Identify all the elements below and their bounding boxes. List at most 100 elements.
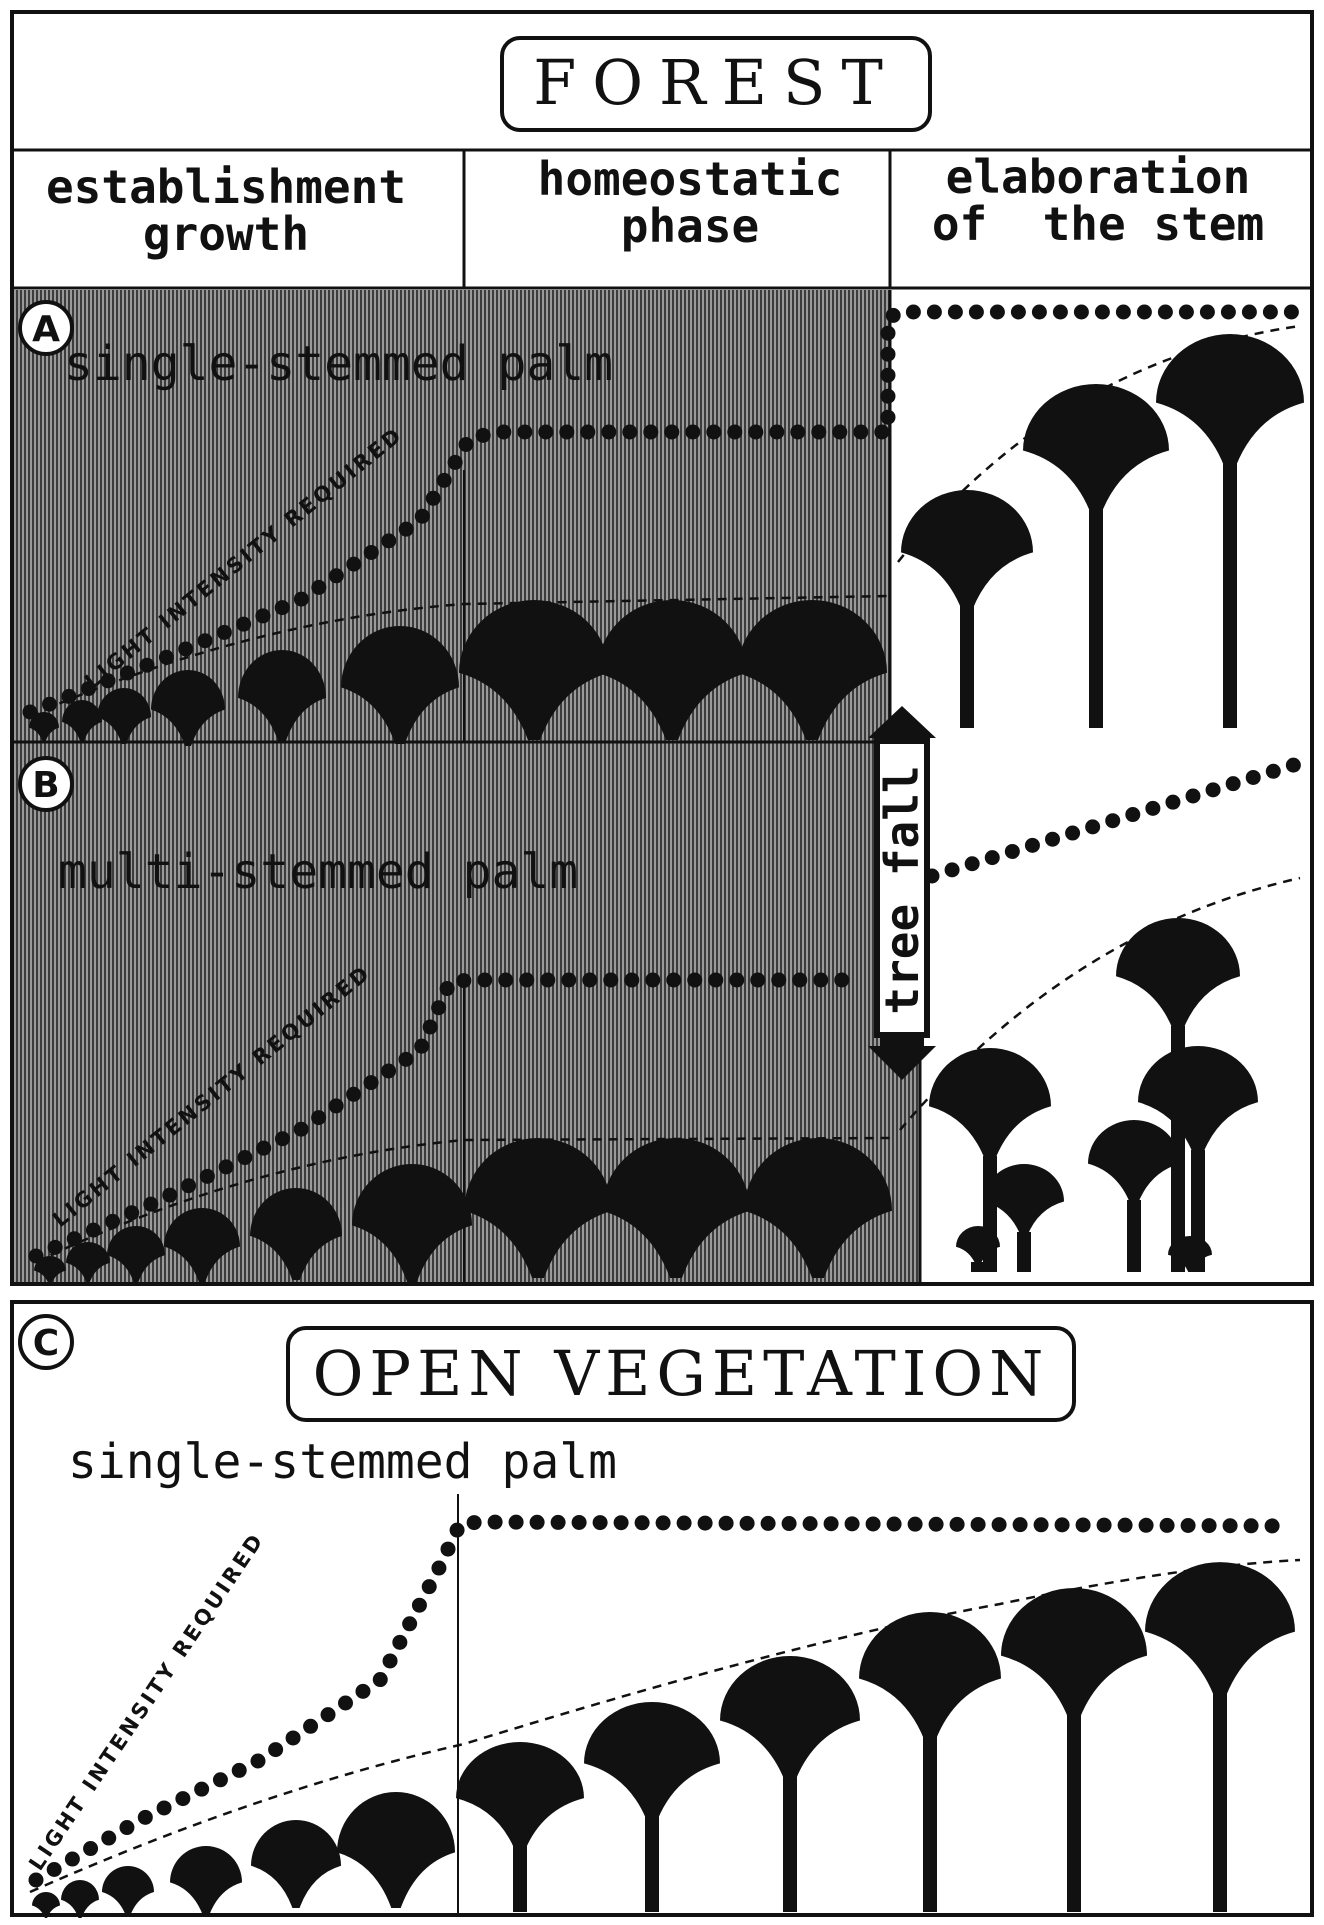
panel-a-light-curve-dot <box>559 425 574 440</box>
panel-a-light-curve-dot <box>881 389 896 404</box>
panel-a-light-curve-dot <box>459 437 474 452</box>
panel-c-light-curve-dot <box>412 1598 427 1613</box>
panel-c-light-curve-dot <box>338 1695 353 1710</box>
panel-a-light-curve-dot <box>811 425 826 440</box>
panel-b-cluster2-stem-2-crown <box>1088 1120 1180 1204</box>
panel-b-light-curve-dot <box>440 981 455 996</box>
panel-b-light-curve-dot <box>275 1131 290 1146</box>
panel-b-light-curve-dot <box>603 973 618 988</box>
panel-c-light-curve-dot <box>488 1515 503 1530</box>
panel-c-light-curve-dot <box>635 1515 650 1530</box>
panel-c-light-curve-dot <box>950 1517 965 1532</box>
panel-b-light-curve-dot <box>364 1075 379 1090</box>
panel-c-light-curve-dot <box>866 1516 881 1531</box>
panel-b-light-curve-dot <box>645 973 660 988</box>
panel-b-light-curve-open-dot <box>1165 795 1180 810</box>
panel-c-light-curve-dot <box>1076 1517 1091 1532</box>
panel-c-light-curve-dot <box>138 1810 153 1825</box>
panel-c-light-curve-dot <box>213 1772 228 1787</box>
panel-a-light-curve-dot <box>769 425 784 440</box>
panel-c-seedling-1-crown <box>61 1880 99 1918</box>
panel-c-light-curve-dot <box>431 1561 446 1576</box>
panel-c-palm-2-trunk <box>783 1776 797 1912</box>
panel-c-light-curve-dot <box>194 1782 209 1797</box>
panel-b-light-curve-dot <box>256 1141 271 1156</box>
panel-b-light-curve-open-dot <box>1246 770 1261 785</box>
panel-b-cluster1-stem-0-crown <box>929 1048 1051 1160</box>
panel-c-light-curve-dot <box>614 1515 629 1530</box>
panel-a-elaborated-2-trunk <box>1223 462 1237 728</box>
panel-a-light-curve-dot <box>139 658 154 673</box>
panel-c-light-curve-dot <box>845 1516 860 1531</box>
panel-b-light-curve-dot <box>181 1178 196 1193</box>
panel-b-cluster2-stem-0-crown <box>1116 918 1240 1030</box>
panel-a-light-curve-dot <box>990 305 1005 320</box>
panel-a-light-curve-dot <box>448 455 463 470</box>
panel-c-light-curve-dot <box>1139 1518 1154 1533</box>
panel-a-elaborated-0-crown <box>901 490 1033 610</box>
panel-c-light-curve-dot <box>1265 1518 1280 1533</box>
panel-a-light-curve-dot <box>1095 305 1110 320</box>
panel-c-light-curve-dot <box>303 1719 318 1734</box>
panel-a-light-curve-dot <box>706 425 721 440</box>
panel-c-light-curve-dot <box>232 1763 247 1778</box>
panel-a-light-curve-dot <box>748 425 763 440</box>
panel-c-label: single-stemmed palm <box>68 1434 617 1490</box>
panel-b-light-curve-dot <box>624 973 639 988</box>
panel-c-light-curve-dot <box>509 1515 524 1530</box>
panel-a-light-curve-dot <box>437 473 452 488</box>
panel-a-light-curve-dot <box>1116 305 1131 320</box>
panel-b-light-curve-dot <box>237 1150 252 1165</box>
panel-a-light-curve-dot <box>1137 305 1152 320</box>
panel-c-light-curve-dot <box>355 1684 370 1699</box>
panel-a-elaborated-1-crown <box>1023 384 1169 512</box>
panel-a-light-curve-dot <box>881 347 896 362</box>
panel-c-light-curve-dot <box>1223 1518 1238 1533</box>
panel-a-light-curve-dot <box>874 425 889 440</box>
panel-b-light-curve-dot <box>456 973 471 988</box>
panel-c-light-curve-dot <box>47 1862 62 1877</box>
tree-fall-arrow: tree fall <box>868 706 936 1080</box>
panel-a-light-curve-dot <box>948 305 963 320</box>
panel-c-light-curve-dot <box>1013 1517 1028 1532</box>
panel-b-light-curve-dot <box>381 1063 396 1078</box>
panel-a-light-curve-dot <box>832 425 847 440</box>
panel-b-light-curve-open-dot <box>1085 819 1100 834</box>
panel-a-light-curve-dot <box>476 428 491 443</box>
panel-b-light-curve-open-dot <box>945 862 960 877</box>
panel-c-light-curve-dot <box>467 1515 482 1530</box>
svg-text:C: C <box>33 1323 59 1364</box>
panel-c-light-curve-dot <box>1097 1518 1112 1533</box>
panel-c-light-curve-dot <box>530 1515 545 1530</box>
panel-b-light-curve-dot <box>311 1110 326 1125</box>
panel-a-light-curve-dot <box>311 580 326 595</box>
panel-a-light-curve-dot <box>1074 305 1089 320</box>
panel-a-light-curve-dot <box>217 625 232 640</box>
panel-b-light-curve-open-dot <box>1145 801 1160 816</box>
panel-a-light-curve-dot <box>1263 305 1278 320</box>
panel-c-palm-4-crown <box>1001 1588 1147 1718</box>
open-vegetation-title: OPEN VEGETATION <box>313 1337 1050 1410</box>
panel-c-palm-1-trunk <box>645 1816 659 1912</box>
panel-a-light-curve-dot <box>1242 305 1257 320</box>
panel-c-light-curve-dot <box>268 1742 283 1757</box>
panel-c-palm-0-crown <box>456 1742 584 1850</box>
panel-b-light-curve-dot <box>346 1087 361 1102</box>
panel-b-light-curve-dot <box>477 973 492 988</box>
panel-b-light-curve-dot <box>582 973 597 988</box>
tree-fall-label: tree fall <box>875 765 929 1014</box>
panel-b-cluster2-stem-2-trunk <box>1127 1200 1141 1272</box>
panel-c-light-curve-dot <box>83 1841 98 1856</box>
panel-a-light-curve-dot <box>100 673 115 688</box>
panel-b-light-curve-dot <box>750 973 765 988</box>
panel-c-light-curve-dot <box>656 1515 671 1530</box>
panel-c-light-curve-dot <box>1181 1518 1196 1533</box>
panel-a-light-curve-dot <box>622 425 637 440</box>
panel-c-palm-5-trunk <box>1213 1692 1227 1912</box>
panel-b-light-curve-open-dot <box>1105 813 1120 828</box>
panel-c-light-curve-dot <box>175 1791 190 1806</box>
panel-a-light-curve-dot <box>329 568 344 583</box>
panel-c-light-curve-dot <box>402 1616 417 1631</box>
panel-a-light-curve-dot <box>275 600 290 615</box>
panel-c-seedling-4-crown <box>251 1820 341 1908</box>
